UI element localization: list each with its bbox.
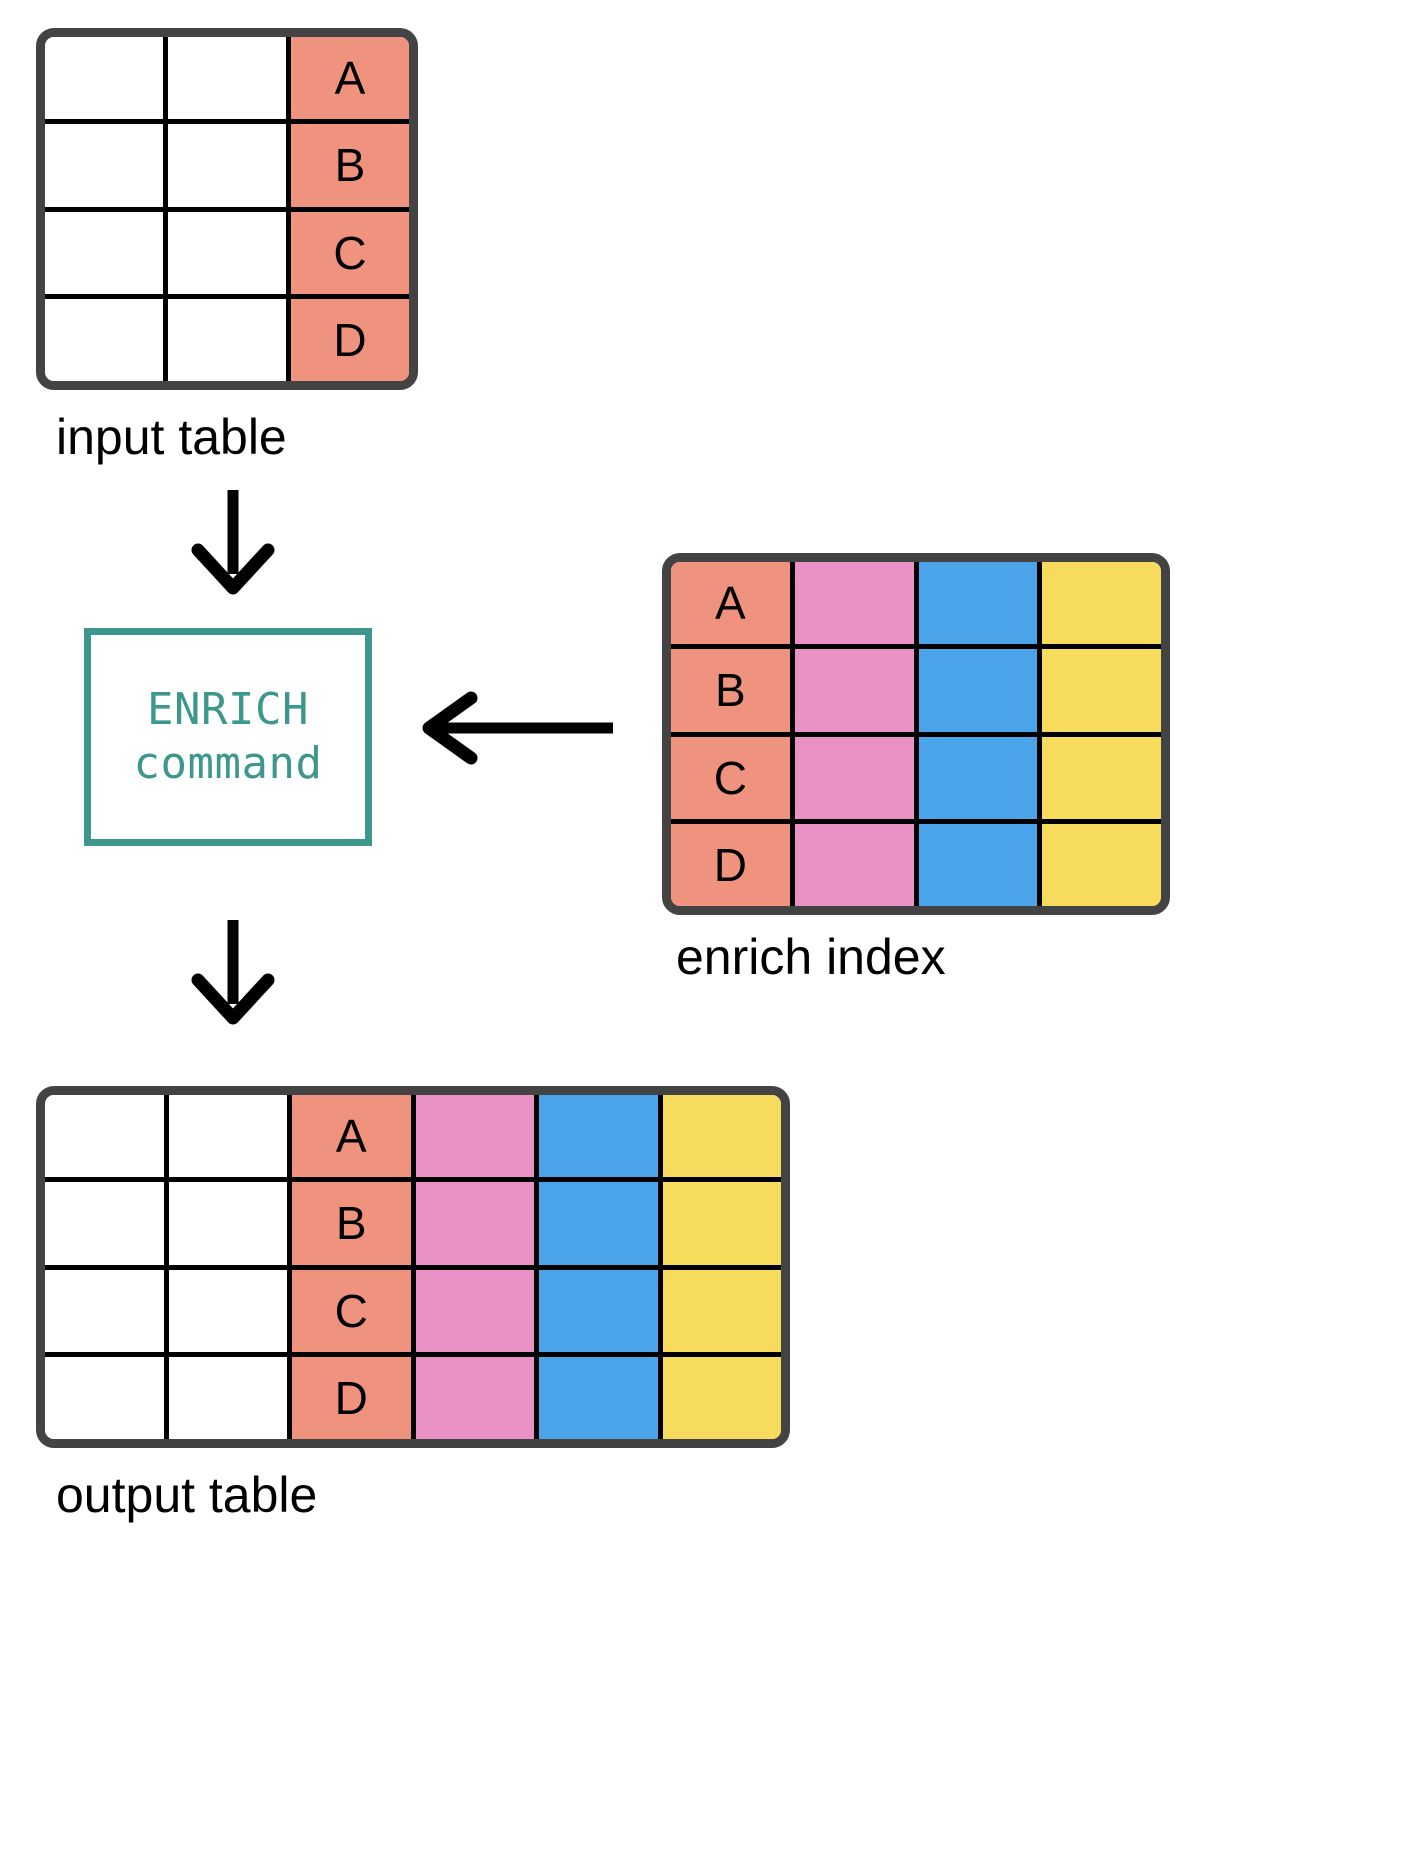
cell-pink xyxy=(789,736,914,819)
cell-yellow xyxy=(1037,823,1161,906)
cell-key: B xyxy=(287,1182,411,1265)
cell-empty xyxy=(163,124,286,207)
cell-key: A xyxy=(671,562,790,645)
enrich-command-line-2: command xyxy=(133,738,323,789)
input-table: A B C D xyxy=(36,28,418,390)
enrich-index-table: A B C D xyxy=(662,553,1170,915)
enrich-index-label: enrich index xyxy=(676,929,946,985)
cell-empty xyxy=(163,1182,287,1265)
cell-yellow xyxy=(657,1269,781,1352)
cell-blue xyxy=(913,649,1038,732)
cell-empty xyxy=(163,211,286,294)
cell-blue xyxy=(534,1269,658,1352)
cell-yellow xyxy=(657,1182,781,1265)
cell-key: D xyxy=(671,823,790,906)
arrow-input-to-command xyxy=(168,488,298,603)
table-row: A xyxy=(671,562,1161,645)
cell-empty xyxy=(163,1095,287,1178)
table-row: D xyxy=(45,1351,781,1439)
cell-key: B xyxy=(671,649,790,732)
cell-yellow xyxy=(657,1356,781,1439)
cell-empty xyxy=(45,37,163,120)
cell-empty xyxy=(163,1356,287,1439)
cell-pink xyxy=(410,1269,534,1352)
table-row: D xyxy=(671,818,1161,906)
cell-empty xyxy=(45,1356,164,1439)
cell-yellow xyxy=(657,1095,781,1178)
arrow-command-to-output xyxy=(168,918,298,1033)
cell-key: A xyxy=(286,37,409,120)
cell-key: C xyxy=(286,211,409,294)
cell-yellow xyxy=(1037,736,1161,819)
input-table-label: input table xyxy=(56,409,287,465)
output-table: A B C D xyxy=(36,1086,790,1448)
table-row: C xyxy=(45,1264,781,1352)
cell-empty xyxy=(45,1182,164,1265)
table-row: B xyxy=(671,644,1161,732)
cell-blue xyxy=(913,736,1038,819)
cell-empty xyxy=(45,298,163,381)
cell-empty xyxy=(45,211,163,294)
table-row: B xyxy=(45,119,409,207)
cell-key: D xyxy=(287,1356,411,1439)
cell-pink xyxy=(789,562,914,645)
cell-empty xyxy=(45,1269,164,1352)
cell-blue xyxy=(534,1356,658,1439)
cell-key: D xyxy=(286,298,409,381)
cell-pink xyxy=(789,823,914,906)
cell-blue xyxy=(913,562,1038,645)
cell-empty xyxy=(163,298,286,381)
cell-empty xyxy=(163,1269,287,1352)
table-row: D xyxy=(45,293,409,381)
enrich-command-box[interactable]: ENRICH command xyxy=(84,628,372,846)
cell-blue xyxy=(534,1182,658,1265)
cell-yellow xyxy=(1037,649,1161,732)
arrow-index-to-command xyxy=(415,688,615,773)
table-row: B xyxy=(45,1177,781,1265)
cell-pink xyxy=(410,1182,534,1265)
cell-key: C xyxy=(287,1269,411,1352)
table-row: C xyxy=(45,206,409,294)
cell-blue xyxy=(534,1095,658,1178)
table-row: A xyxy=(45,1095,781,1178)
cell-key: B xyxy=(286,124,409,207)
table-row: A xyxy=(45,37,409,120)
cell-pink xyxy=(410,1356,534,1439)
cell-empty xyxy=(163,37,286,120)
cell-empty xyxy=(45,124,163,207)
enrich-command-line-1: ENRICH xyxy=(147,684,309,736)
cell-yellow xyxy=(1037,562,1161,645)
cell-pink xyxy=(789,649,914,732)
table-row: C xyxy=(671,731,1161,819)
output-table-label: output table xyxy=(56,1467,318,1523)
cell-key: C xyxy=(671,736,790,819)
cell-blue xyxy=(913,823,1038,906)
cell-pink xyxy=(410,1095,534,1178)
cell-empty xyxy=(45,1095,164,1178)
cell-key: A xyxy=(287,1095,411,1178)
